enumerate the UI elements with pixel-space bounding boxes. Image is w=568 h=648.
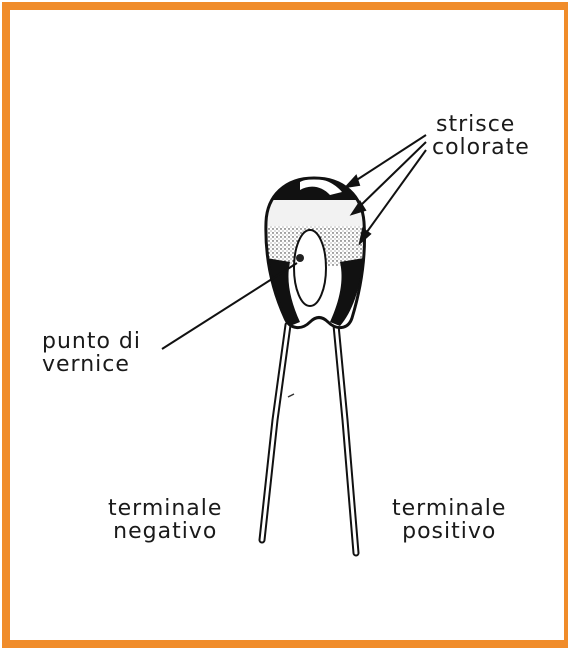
label-terminale-negativo: terminale negativo	[108, 497, 222, 543]
label-line: terminale	[108, 497, 222, 520]
label-strisce-colorate: strisce colorate	[432, 113, 530, 159]
label-line: negativo	[108, 520, 222, 543]
label-line: strisce	[432, 113, 530, 136]
paint-dot	[296, 254, 304, 262]
paint-dot-leader	[162, 263, 297, 349]
label-terminale-positivo: terminale positivo	[392, 497, 506, 543]
label-line: terminale	[392, 497, 506, 520]
label-punto-di-vernice: punto di vernice	[42, 330, 141, 376]
label-line: positivo	[392, 520, 506, 543]
body-highlight	[294, 230, 326, 306]
speck	[288, 394, 294, 397]
lead-wires	[262, 325, 356, 553]
label-line: punto di	[42, 330, 141, 353]
label-line: vernice	[42, 353, 141, 376]
label-line: colorate	[432, 136, 530, 159]
